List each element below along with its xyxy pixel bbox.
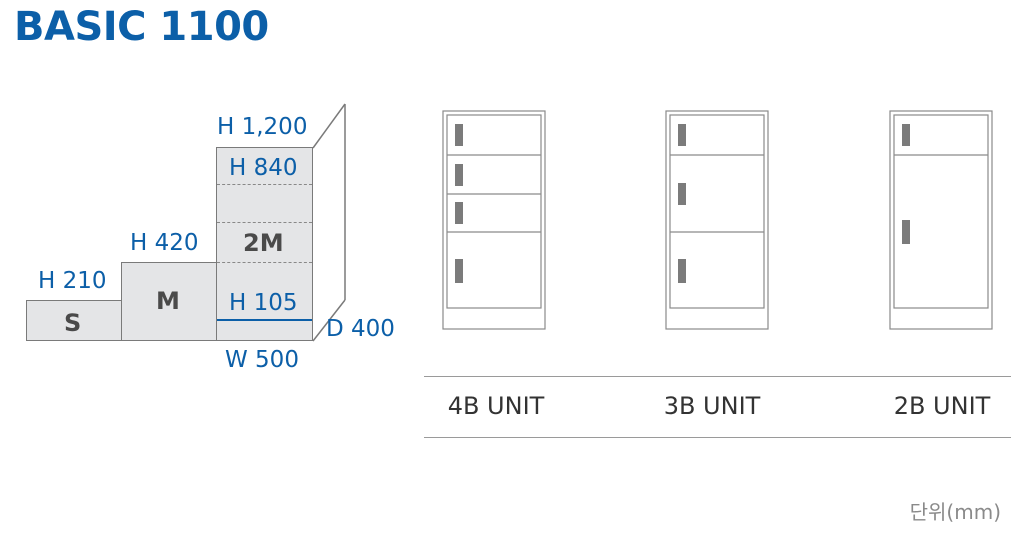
- label-h210: H 210: [38, 268, 107, 294]
- drawer-handle: [455, 259, 463, 283]
- drawer-handle: [678, 124, 686, 146]
- unit-label-4b: 4B UNIT: [447, 392, 545, 420]
- drawer-handle: [455, 202, 463, 224]
- unit-label-3b: 3B UNIT: [663, 392, 761, 420]
- label-h105: H 105: [229, 290, 298, 316]
- cabinet-2b-unit: [889, 110, 993, 330]
- drawer-handle: [455, 164, 463, 186]
- page-title: BASIC 1100: [14, 4, 269, 50]
- drawer-handle: [902, 124, 910, 146]
- label-h1200: H 1,200: [217, 114, 308, 140]
- label-d400: D 400: [326, 316, 395, 342]
- drawer-handle: [678, 259, 686, 283]
- divider-h840: [217, 184, 312, 185]
- drawer-handle: [902, 220, 910, 244]
- module-s-box: [26, 300, 123, 341]
- label-h840: H 840: [229, 155, 298, 181]
- unit-table-bottom-rule: [424, 437, 1011, 438]
- module-column-box: [216, 147, 313, 341]
- cabinet-4b-unit: [442, 110, 546, 330]
- depth-perspective-lines: [312, 103, 346, 342]
- module-m-label: M: [156, 287, 180, 315]
- divider-2m-bottom: [217, 262, 312, 263]
- module-2m-label: 2M: [243, 229, 284, 257]
- divider-h105: [217, 319, 312, 321]
- unit-note: 단위(mm): [909, 500, 1001, 524]
- label-h420: H 420: [130, 230, 199, 256]
- module-s-label: S: [64, 309, 82, 337]
- unit-label-2b: 2B UNIT: [893, 392, 991, 420]
- unit-table-top-rule: [424, 376, 1011, 377]
- divider-2m-top: [217, 222, 312, 223]
- drawer-handle: [678, 183, 686, 205]
- label-w500: W 500: [225, 347, 299, 373]
- drawer-handle: [455, 124, 463, 146]
- cabinet-3b-unit: [665, 110, 769, 330]
